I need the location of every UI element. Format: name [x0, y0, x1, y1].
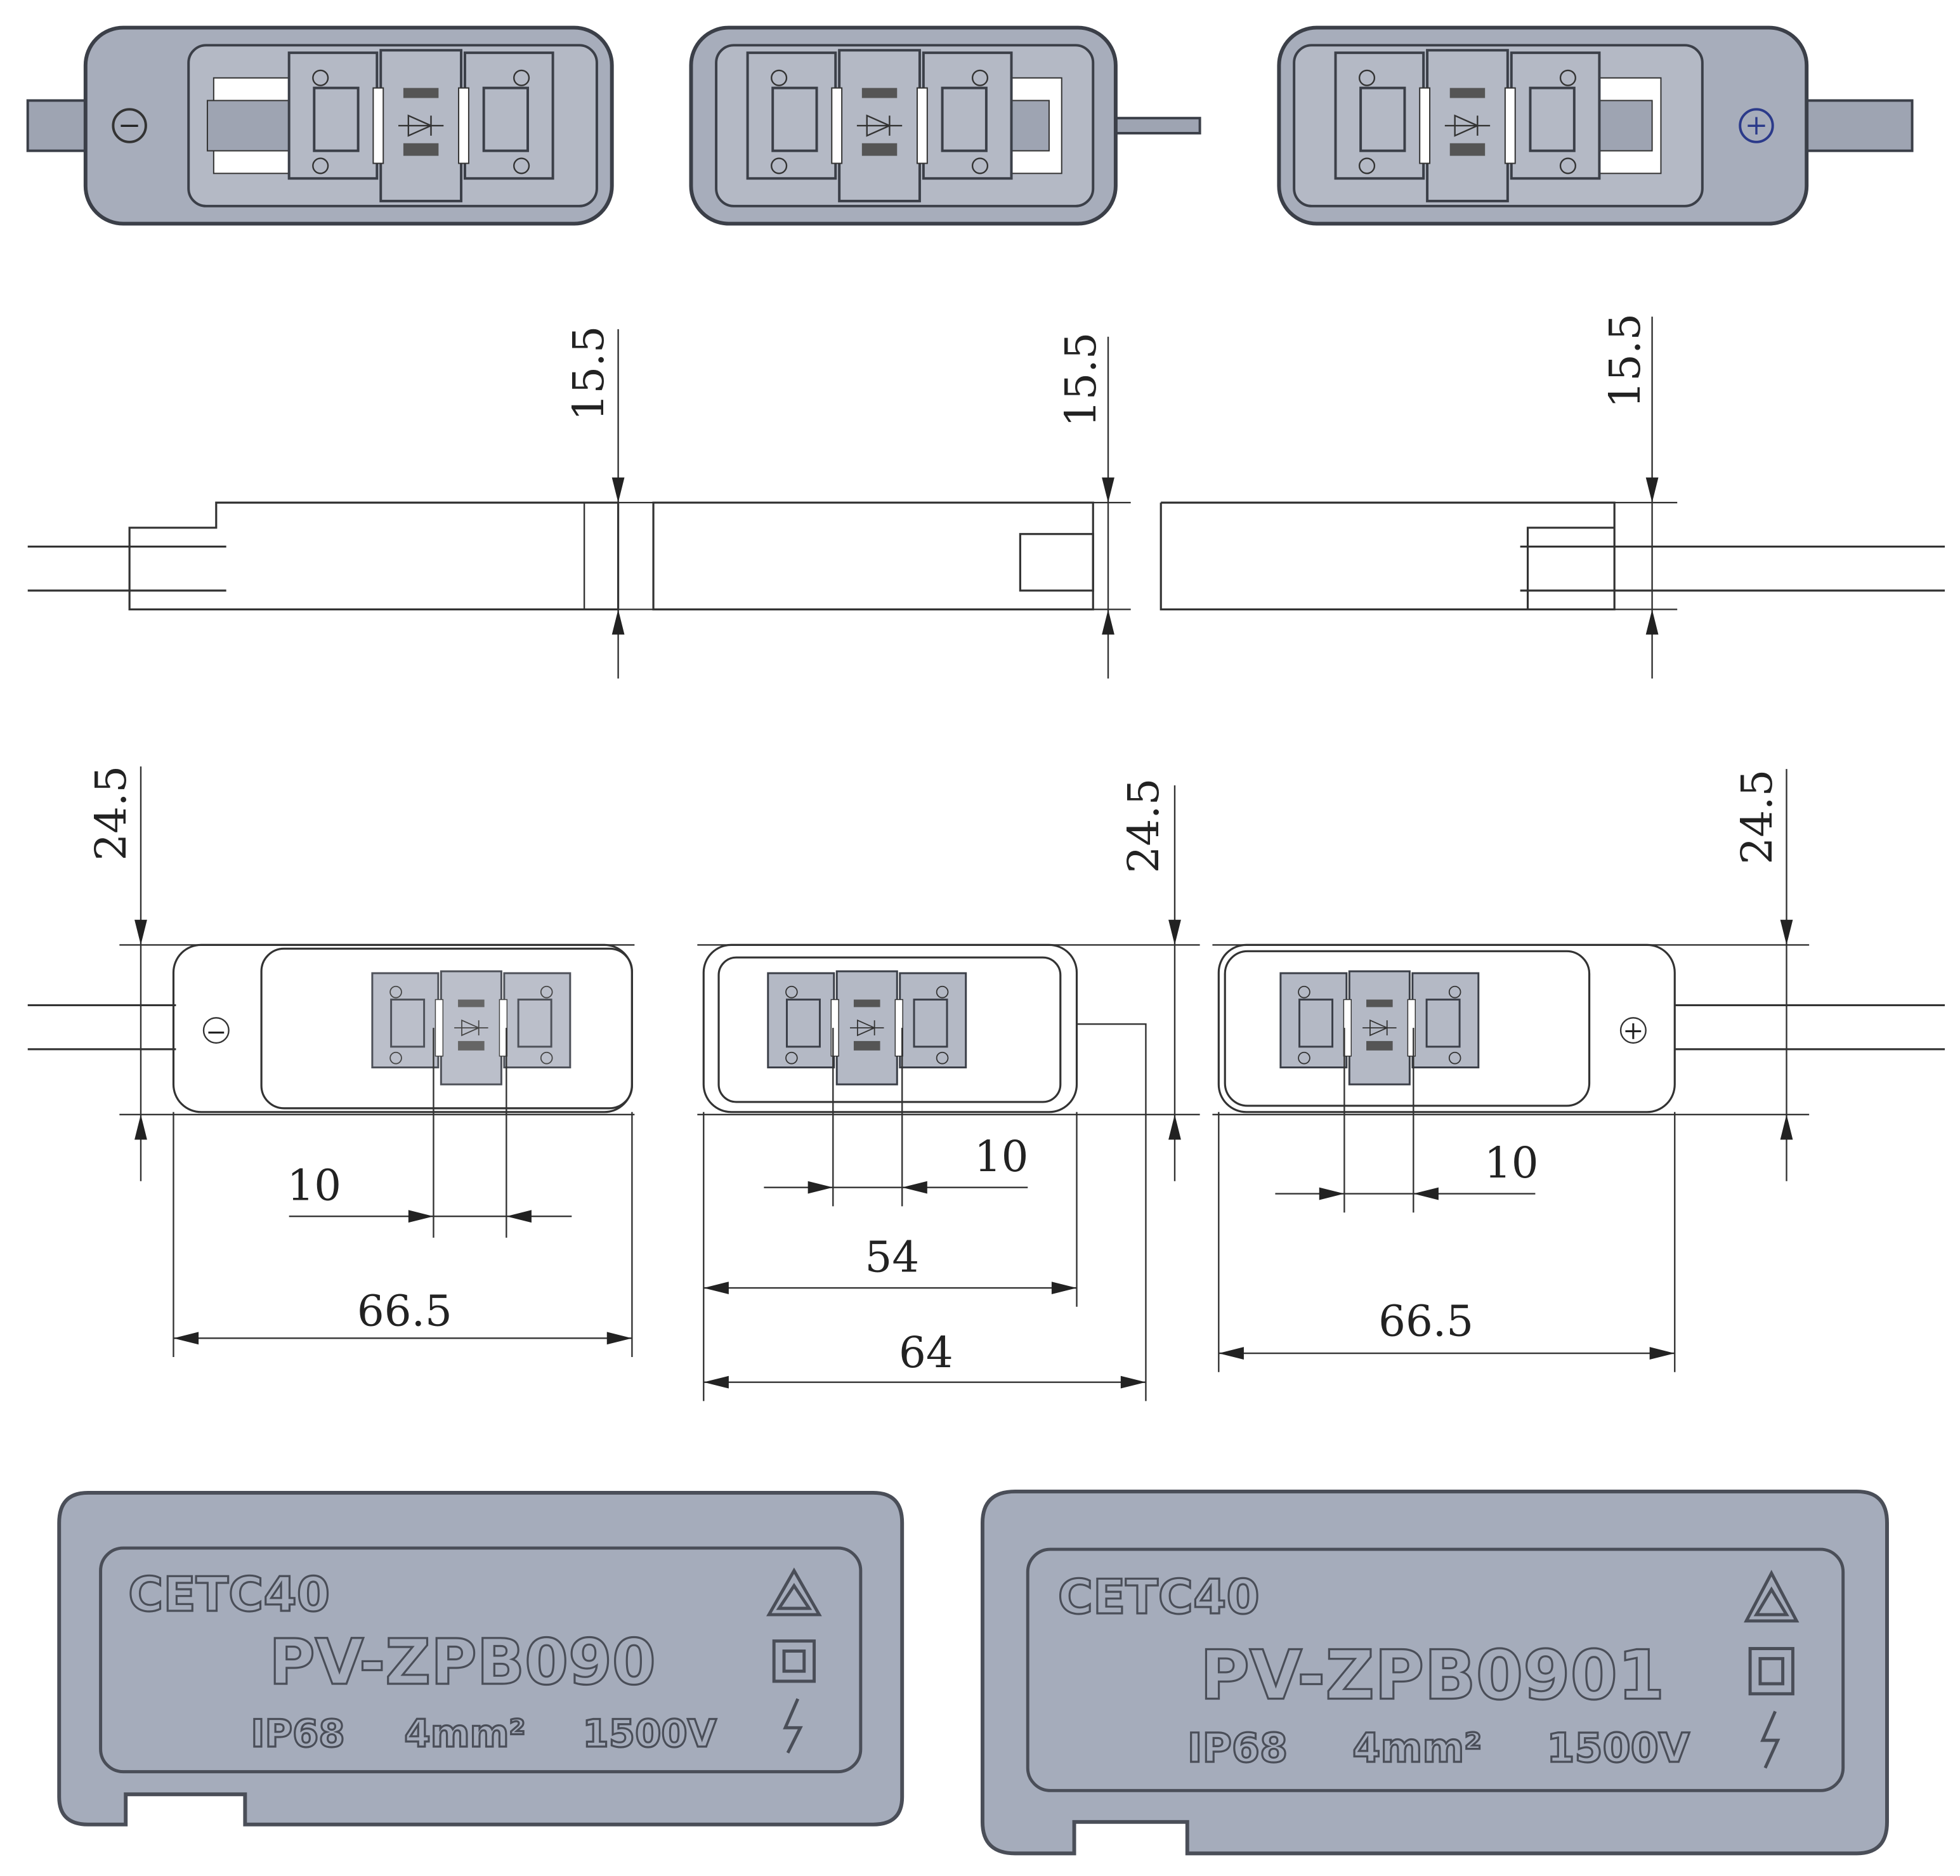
wire-section: 4mm²	[1352, 1724, 1482, 1771]
front-view-left: − 24.5 10 66.5	[27, 766, 633, 1358]
ip-rating: IP68	[251, 1712, 344, 1756]
brand-logo: CETC40	[128, 1566, 330, 1622]
polarity-symbol: −	[118, 110, 141, 141]
ip-rating: IP68	[1187, 1724, 1288, 1771]
top-view-middle	[689, 25, 1201, 226]
length-dimension: 66.5	[1378, 1296, 1473, 1346]
recycle-triangle-icon	[766, 1567, 822, 1617]
recycle-triangle-icon	[1744, 1570, 1800, 1623]
width-dimension: 24.5	[1119, 778, 1168, 874]
height-dimension: 15.5	[564, 326, 613, 421]
height-dimension: 15.5	[1600, 313, 1650, 409]
front-view-middle: 24.5 10 54 64	[702, 778, 1181, 1401]
width-dimension: 24.5	[1732, 770, 1782, 865]
minus-icon	[202, 1017, 230, 1044]
double-insulation-icon	[1748, 1647, 1794, 1696]
pitch-dimension: 10	[1484, 1138, 1539, 1188]
length-dimension: 66.5	[357, 1287, 452, 1336]
voltage-rating: 1500V	[582, 1712, 716, 1756]
label-plate-1: CETC40 PV-ZPB090 IP68 4mm² 1500V	[57, 1490, 905, 1827]
polarity-symbol: −	[206, 1018, 226, 1047]
lightning-icon	[1760, 1710, 1780, 1769]
minus-icon	[112, 108, 147, 143]
top-view-negative: −	[26, 25, 614, 226]
pitch-dimension: 10	[287, 1160, 341, 1210]
lightning-icon	[783, 1698, 803, 1754]
side-view-left: 15.5	[27, 326, 654, 679]
side-view-middle: 15.5	[652, 332, 1131, 679]
model-number: PV-ZPB0901	[1200, 1637, 1665, 1715]
width-dimension: 24.5	[86, 766, 136, 861]
label-plate-2: CETC40 PV-ZPB0901 IP68 4mm² 1500V	[980, 1489, 1889, 1856]
polarity-symbol: +	[1745, 110, 1768, 141]
voltage-rating: 1500V	[1546, 1724, 1689, 1771]
brand-logo: CETC40	[1058, 1569, 1260, 1625]
model-number: PV-ZPB090	[269, 1626, 656, 1699]
plus-icon	[1619, 1017, 1647, 1044]
wire-section: 4mm²	[404, 1712, 525, 1756]
pitch-dimension: 10	[974, 1132, 1029, 1181]
plus-icon	[1739, 108, 1774, 143]
polarity-symbol: +	[1623, 1016, 1643, 1046]
height-dimension: 15.5	[1056, 332, 1106, 427]
front-view-right: + 24.5 10 66.5	[1217, 769, 1945, 1372]
inner-length-dimension: 54	[865, 1232, 920, 1282]
side-view-right: 15.5	[1160, 313, 1945, 679]
top-view-positive: +	[1277, 25, 1914, 226]
outer-length-dimension: 64	[899, 1328, 953, 1377]
double-insulation-icon	[772, 1639, 816, 1683]
